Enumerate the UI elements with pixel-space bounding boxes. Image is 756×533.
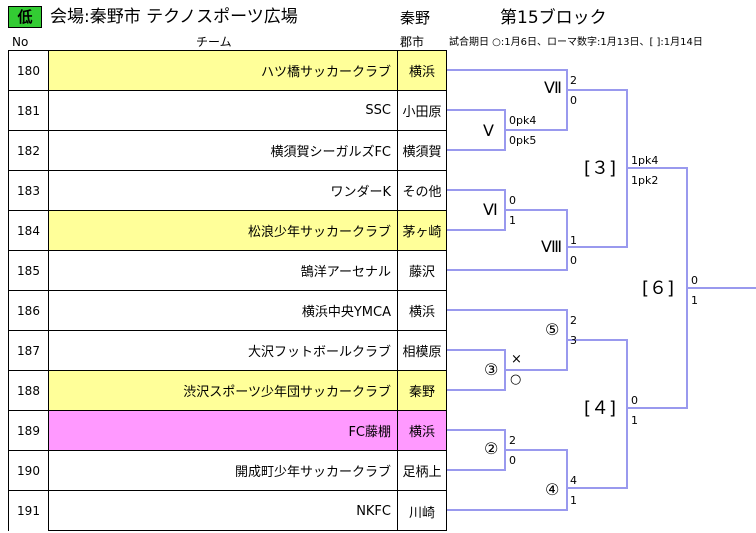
score-vi-bottom: 1 xyxy=(509,214,516,227)
column-header-city: 郡市 xyxy=(400,35,425,49)
team-name: FC藤棚 xyxy=(49,411,398,450)
match-label-r6: [６] xyxy=(642,278,675,299)
team-number: 181 xyxy=(9,91,49,130)
match-label-circle4: ④ xyxy=(545,480,560,499)
bracket-line-m8 xyxy=(447,209,568,271)
match-label-circle5: ⑤ xyxy=(545,320,560,339)
team-name: 横浜中央YMCA xyxy=(49,291,398,330)
score-vii-top: 2 xyxy=(570,74,577,87)
level-badge: 低 xyxy=(8,6,42,28)
team-city: 小田原 xyxy=(402,105,442,120)
region-label: 秦野 xyxy=(400,9,431,27)
score-circle5-bottom: 3 xyxy=(570,334,577,347)
block-title: 第15ブロック xyxy=(500,8,607,28)
score-r6-top: 0 xyxy=(691,274,698,287)
column-header-team: チーム xyxy=(196,35,232,49)
team-name: SSC xyxy=(49,91,398,130)
team-city: 足柄上 xyxy=(402,465,442,480)
team-name: 渋沢スポーツ少年団サッカークラブ xyxy=(49,371,398,410)
match-label-circle3: ③ xyxy=(484,360,499,379)
score-circle4-top: 4 xyxy=(570,474,577,487)
match-label-vii: Ⅶ xyxy=(544,78,562,97)
team-number: 183 xyxy=(9,171,49,210)
column-header-no: No xyxy=(12,35,29,49)
team-city: 秦野 xyxy=(398,371,446,410)
score-circle2-bottom: 0 xyxy=(509,454,516,467)
match-label-r4: [４] xyxy=(584,398,617,419)
venue-title: 会場:秦野市 テクノスポーツ広場 xyxy=(50,7,298,27)
team-number: 180 xyxy=(9,51,49,90)
team-name: ワンダーK xyxy=(49,171,398,210)
score-circle4-bottom: 1 xyxy=(570,494,577,507)
score-v-bottom: 0pk5 xyxy=(509,134,537,147)
team-name: 横須賀シーガルズFC xyxy=(49,131,398,170)
team-number: 188 xyxy=(9,371,49,410)
score-circle3-bottom: ○ xyxy=(510,372,522,387)
team-city: 横須賀 xyxy=(402,145,442,160)
team-number: 187 xyxy=(9,331,49,370)
team-name: 開成町少年サッカークラブ xyxy=(49,451,398,490)
match-label-vi: Ⅵ xyxy=(483,200,498,219)
team-city: その他 xyxy=(402,185,442,200)
team-number: 182 xyxy=(9,131,49,170)
team-city: 横浜 xyxy=(398,51,446,90)
score-r4-bottom: 1 xyxy=(631,414,638,427)
match-label-v: Ⅴ xyxy=(483,121,494,140)
score-viii-bottom: 0 xyxy=(570,254,577,267)
score-r6-bottom: 1 xyxy=(691,294,698,307)
team-city: 藤沢 xyxy=(408,265,435,280)
score-circle3-top: × xyxy=(511,352,522,367)
team-name: 鵠洋アーセナル xyxy=(49,251,398,290)
score-r4-top: 0 xyxy=(631,394,638,407)
bracket-line-m5 xyxy=(447,109,506,151)
score-circle5-top: 2 xyxy=(570,314,577,327)
team-name: 松浪少年サッカークラブ xyxy=(49,211,398,250)
bracket-line-group xyxy=(447,69,756,511)
team-number: 184 xyxy=(9,211,49,250)
team-city: 相模原 xyxy=(402,345,442,360)
score-r3-top: 1pk4 xyxy=(631,154,659,167)
team-number: 189 xyxy=(9,411,49,450)
score-vii-bottom: 0 xyxy=(570,94,577,107)
bracket-line-r4 xyxy=(567,339,628,489)
score-viii-top: 1 xyxy=(570,234,577,247)
match-label-viii: Ⅷ xyxy=(541,237,563,256)
team-number: 185 xyxy=(9,251,49,290)
team-name: NKFC xyxy=(49,491,398,531)
score-circle2-top: 2 xyxy=(509,434,516,447)
match-label-r3: [３] xyxy=(584,158,617,179)
score-vi-top: 0 xyxy=(509,194,516,207)
team-name: ハツ橋サッカークラブ xyxy=(49,51,398,90)
team-number: 186 xyxy=(9,291,49,330)
match-label-circle2: ② xyxy=(484,439,499,458)
match-dates-note: 試合期日 ○:1月6日、ローマ数字:1月13日、[ ]:1月14日 xyxy=(449,37,703,48)
bracket-line-m7 xyxy=(447,69,568,131)
team-city: 横浜 xyxy=(408,305,435,320)
team-number: 190 xyxy=(9,451,49,490)
score-r3-bottom: 1pk2 xyxy=(631,174,659,187)
score-v-top: 0pk4 xyxy=(509,114,537,127)
bracket-line-c4 xyxy=(447,449,568,511)
bracket-line-c5 xyxy=(447,309,568,371)
team-number: 191 xyxy=(9,491,49,531)
team-city: 茅ヶ崎 xyxy=(398,211,446,250)
team-city: 川崎 xyxy=(408,505,435,521)
team-name: 大沢フットボールクラブ xyxy=(49,331,398,370)
team-city: 横浜 xyxy=(398,411,446,450)
